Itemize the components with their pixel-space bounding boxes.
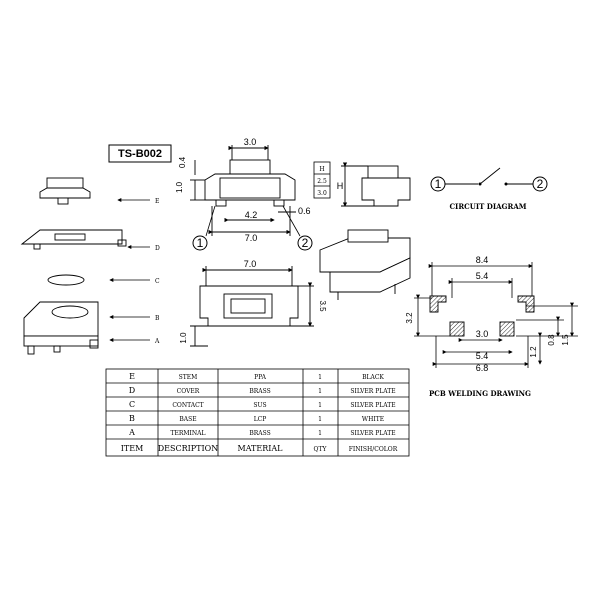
bom-cell: BRASS [249, 430, 270, 437]
bom-cell: A [128, 428, 135, 437]
pin-2-label: 2 [302, 236, 309, 250]
bom-cell: TERMINAL [171, 430, 206, 437]
part-stem [39, 177, 91, 205]
pcb-dim-bottom-w: 6.8 [476, 363, 489, 373]
bom-cell: SILVER PLATE [350, 402, 395, 409]
bom-cell: 1 [318, 430, 322, 437]
bom-header: QTY [314, 446, 328, 453]
bom-cell: LCP [254, 416, 267, 423]
circuit-pin-1: 1 [435, 177, 442, 191]
bom-cell: C [129, 400, 135, 409]
model-title: TS-B002 [118, 148, 162, 160]
bom-cell: SILVER PLATE [350, 388, 395, 395]
pcb-dim-top-total: 8.4 [476, 255, 489, 265]
bom-cell: 1 [318, 416, 322, 423]
pcb-dim-mid-w: 5.4 [476, 351, 489, 361]
bom-cell: WHITE [362, 416, 384, 423]
bom-cell: BLACK [362, 374, 384, 381]
label-a: A [154, 338, 160, 345]
circuit-pin-2: 2 [537, 177, 544, 191]
top-dim-height: 3.5 [318, 300, 327, 312]
label-c: C [155, 278, 160, 285]
label-b: B [155, 315, 160, 322]
isometric-view [319, 229, 411, 300]
bom-cell: B [129, 414, 135, 423]
bom-cell: SUS [253, 402, 266, 409]
h-table-value-2: 3.0 [317, 190, 327, 197]
pcb-caption: PCB WELDING DRAWING [429, 389, 531, 398]
part-cover [20, 229, 127, 250]
bom-cell: D [129, 386, 135, 395]
bom-cell: PPA [254, 374, 267, 381]
bom-cell: 1 [318, 374, 322, 381]
exploded-arrows [109, 198, 150, 342]
pcb-dim-r3: 1.5 [561, 334, 570, 346]
part-contact [47, 274, 85, 286]
bom-cell: CONTACT [172, 402, 203, 409]
label-d: D [155, 245, 160, 252]
bom-cell: BRASS [249, 388, 270, 395]
exploded-view: E D C B A [20, 177, 160, 355]
pcb-welding-drawing: 8.4 5.4 3.2 3.0 5.4 6.8 1.2 0.8 1.5 PCB … [405, 255, 578, 398]
bom-cell: 1 [318, 388, 322, 395]
side-h-label: H [337, 181, 344, 191]
side-view [341, 162, 411, 207]
bom-header: FINISH/COLOR [349, 446, 398, 453]
bom-header: DESCRIPTION [158, 444, 218, 453]
label-e: E [155, 198, 159, 205]
h-table-value-1: 2.5 [317, 178, 327, 185]
bom-cell: SILVER PLATE [350, 430, 395, 437]
bom-cell: E [129, 372, 135, 381]
pcb-dim-r2: 0.8 [547, 334, 556, 346]
bom-cell: 1 [318, 402, 322, 409]
top-dim-bottom: 1.0 [179, 332, 188, 344]
dim-height-left: 1.0 [175, 181, 184, 193]
top-view [190, 266, 314, 347]
dim-top-width: 3.0 [244, 137, 257, 147]
pin-1-label: 1 [197, 236, 204, 250]
part-base [23, 301, 99, 355]
front-view [190, 145, 296, 236]
dim-pin-offset: 0.6 [298, 206, 311, 216]
bom-cell: STEM [179, 374, 198, 381]
top-dim-width: 7.0 [244, 259, 257, 269]
height-table [313, 161, 331, 199]
dim-total-width: 7.0 [245, 233, 258, 243]
bom-cell: COVER [177, 388, 200, 395]
dim-pin-spacing: 4.2 [245, 210, 258, 220]
bom-rows: E STEM PPA 1 BLACK D COVER BRASS 1 SILVE… [121, 372, 398, 453]
bom-header: MATERIAL [238, 444, 284, 453]
pcb-dim-inner-w: 3.0 [476, 329, 489, 339]
pcb-dim-r1: 1.2 [529, 346, 538, 358]
title-box: TS-B002 [108, 144, 172, 163]
circuit-diagram [430, 167, 548, 192]
bom-header: ITEM [121, 444, 144, 453]
bom-cell: BASE [179, 416, 196, 423]
dim-pin-left: 0.4 [178, 156, 187, 168]
bom-table [105, 368, 410, 457]
circuit-caption: CIRCUIT DIAGRAM [449, 202, 526, 211]
pcb-dim-left-h: 3.2 [405, 312, 414, 324]
pcb-dim-top-inner: 5.4 [476, 271, 489, 281]
pin-callouts [192, 205, 313, 251]
h-table-header: H [319, 166, 324, 173]
